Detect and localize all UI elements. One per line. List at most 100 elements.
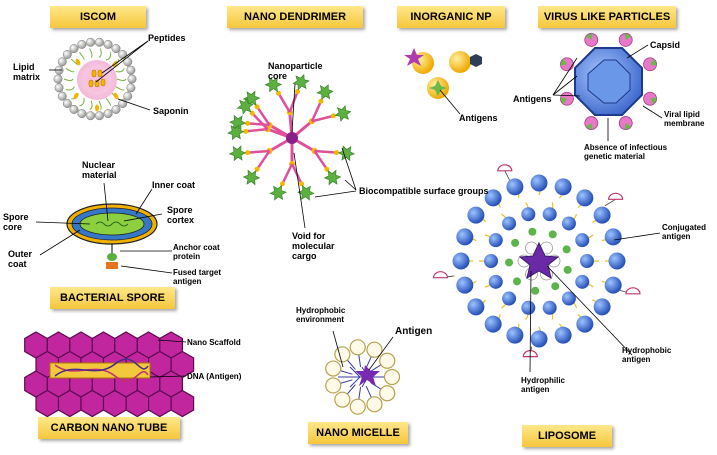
micelle-tail xyxy=(338,379,353,385)
lipid-head xyxy=(576,315,594,333)
surface-group xyxy=(227,124,245,141)
lipid-head xyxy=(484,189,502,207)
encapsulated-antigen xyxy=(505,258,514,267)
surface-group xyxy=(316,84,334,101)
bacterial-spore-illustration xyxy=(35,182,173,274)
lipid-head xyxy=(467,298,485,316)
surface-group xyxy=(334,104,352,122)
micelle-tail xyxy=(370,363,383,373)
dendrimer-node xyxy=(243,128,249,134)
lipid-bead xyxy=(62,50,72,59)
nanotube-hexagon xyxy=(170,389,195,418)
saponin-tail xyxy=(98,100,102,110)
lipid-bead xyxy=(77,39,87,49)
inorganic-np-illustration xyxy=(404,48,482,115)
label-anchor-coat-protein: Anchor coat protein xyxy=(173,243,220,261)
lipid-bead xyxy=(86,37,95,47)
micelle-head xyxy=(334,346,351,363)
lipid-bead xyxy=(123,57,133,67)
micelle-head xyxy=(366,341,383,358)
liposome-illustration xyxy=(432,164,661,373)
surface-group xyxy=(292,74,310,91)
dendrimer-branch xyxy=(277,92,291,113)
lipid-bead xyxy=(103,109,113,119)
banner-virus-like-particles: VIRUS LIKE PARTICLES xyxy=(538,6,676,28)
dendrimer-branch xyxy=(256,106,271,126)
micelle-tail xyxy=(365,354,373,369)
label-hydrophobic-environment: Hydrophobic environment xyxy=(296,306,346,324)
label-micelle-antigen: Antigen xyxy=(395,326,433,337)
nanotube-hexagon xyxy=(35,389,60,418)
lipid-head xyxy=(456,228,474,246)
banner-inorganic-np: INORGANIC NP xyxy=(397,6,505,28)
lipid-head xyxy=(604,276,622,294)
antigen-tip xyxy=(650,97,657,105)
saponin-tail xyxy=(63,78,74,81)
carbon-nanotube-illustration xyxy=(24,331,195,418)
lipid-bead xyxy=(86,111,95,121)
nanotube-hexagon xyxy=(80,389,105,418)
banner-liposome: LIPOSOME xyxy=(522,425,612,447)
lipid-bead xyxy=(53,74,63,84)
label-vlp-antigens: Antigens xyxy=(513,94,552,104)
lipid-bead xyxy=(57,91,67,101)
conjugated-antigen xyxy=(608,192,624,200)
micelle-head xyxy=(383,368,401,386)
conjugate-linker xyxy=(504,170,510,181)
antigen-tip xyxy=(585,33,593,40)
nanotube-hexagon xyxy=(148,389,172,418)
conjugated-antigen xyxy=(497,164,513,172)
label-capsid: Capsid xyxy=(650,40,681,50)
lipid-bead xyxy=(54,83,64,93)
dendrimer-branch xyxy=(311,114,334,123)
antigen-tip xyxy=(560,97,567,105)
antigen-tip xyxy=(624,123,632,130)
surface-group xyxy=(242,169,261,186)
micelle-tail xyxy=(358,386,362,401)
antigen-tip xyxy=(560,58,567,66)
micelle-tail xyxy=(365,385,373,400)
label-spore-core: Spore core xyxy=(3,212,29,232)
dendrimer-branch xyxy=(251,112,269,130)
dendrimer-node xyxy=(279,181,285,187)
encapsulated-antigen xyxy=(548,230,557,239)
lipid-bead xyxy=(111,105,121,114)
lipid-head xyxy=(593,206,611,224)
lipid-bead xyxy=(126,65,136,75)
lipid-head xyxy=(561,216,576,231)
dendrimer-node xyxy=(330,113,336,119)
banner-bacterial-spore: BACTERIAL SPORE xyxy=(50,287,175,309)
saponin-tail xyxy=(115,68,125,73)
lipid-head xyxy=(554,178,572,196)
micelle-head xyxy=(366,396,383,413)
micelle-tail xyxy=(358,353,362,368)
saponin-tail xyxy=(116,78,127,81)
surface-group xyxy=(297,184,315,201)
dendrimer-node xyxy=(324,166,330,172)
dendrimer-node xyxy=(245,150,251,156)
lipid-head xyxy=(575,274,590,289)
dendrimer-node xyxy=(333,150,339,156)
conjugated-antigen xyxy=(432,271,449,279)
lipid-head xyxy=(484,315,502,333)
encapsulated-antigen xyxy=(562,245,571,254)
banner-nano-micelle: NANO MICELLE xyxy=(308,422,408,444)
label-dna-antigen: DNA (Antigen) xyxy=(187,372,242,381)
surface-group xyxy=(236,97,254,115)
dendrimer-branch xyxy=(256,150,271,170)
lipid-head xyxy=(608,252,626,270)
saponin-tail xyxy=(89,48,93,58)
lipid-head xyxy=(506,178,524,196)
label-nuclear-material: Nuclear material xyxy=(82,160,117,180)
lipid-bead xyxy=(123,91,133,101)
dendrimer-node xyxy=(254,166,260,172)
lipid-head xyxy=(484,254,498,268)
surface-group xyxy=(269,184,287,201)
lipid-bead xyxy=(95,37,104,47)
encapsulated-antigen xyxy=(511,238,520,247)
dendrimer-branch xyxy=(247,149,270,154)
micelle-head xyxy=(379,352,396,369)
label-void-for-molecular-cargo: Void for molecular cargo xyxy=(292,231,335,261)
lipid-bead xyxy=(69,105,79,114)
banner-nano-dendrimer: NANO DENDRIMER xyxy=(227,6,363,28)
